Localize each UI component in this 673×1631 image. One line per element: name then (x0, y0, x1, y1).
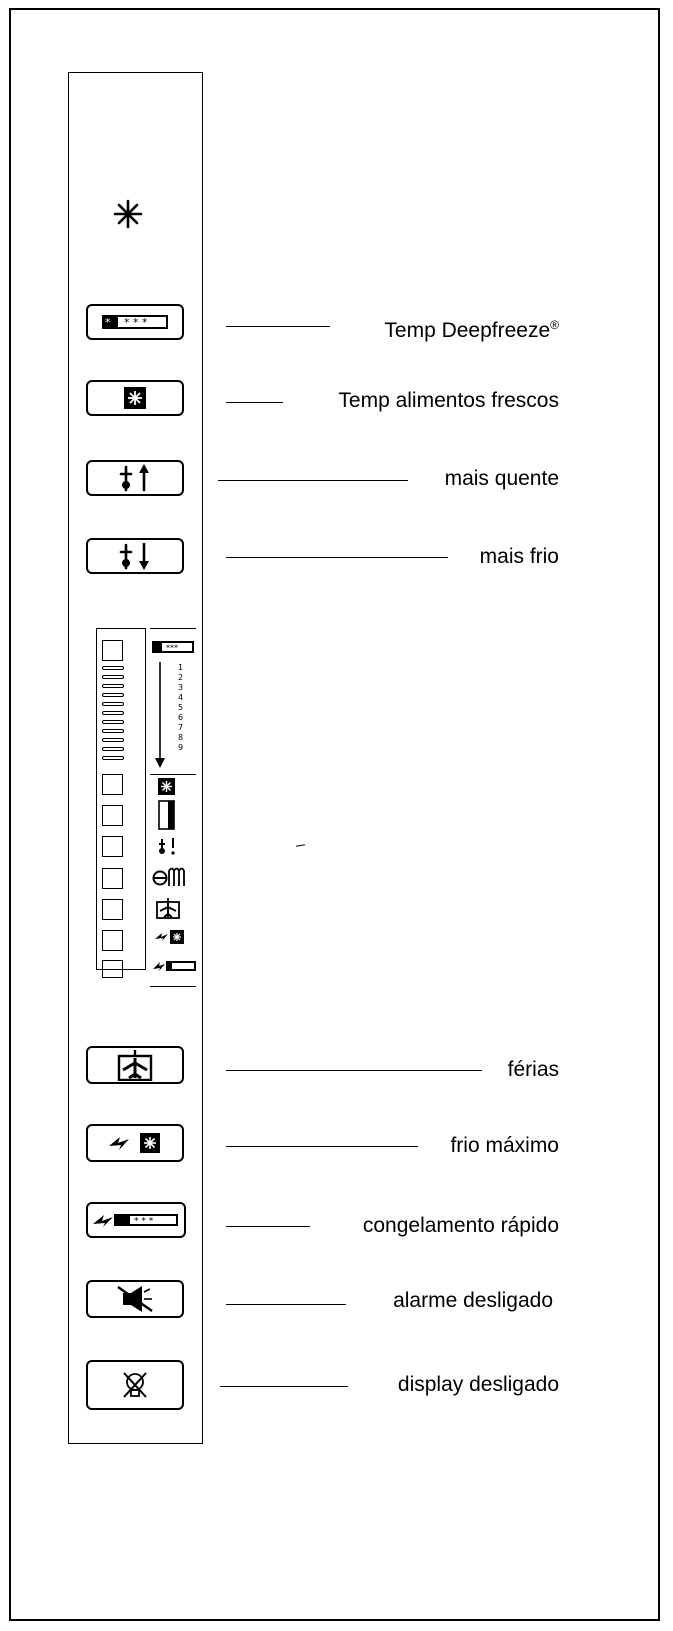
label-mais-quente: mais quente (444, 467, 559, 490)
indicator-led (102, 960, 123, 978)
leader-line (226, 557, 448, 558)
indicator-led (102, 774, 123, 795)
label-display: display desligado (397, 1373, 559, 1396)
temp-segment (102, 711, 124, 715)
leader-line (226, 402, 283, 403)
door-icon (158, 800, 175, 830)
indicator-led (102, 836, 123, 857)
svg-text:* * *: * * * (124, 316, 148, 329)
alarm-off-button[interactable] (86, 1280, 184, 1318)
fresh-food-temp-button[interactable] (86, 380, 184, 416)
divider (150, 628, 196, 629)
fresh-food-icon (158, 778, 175, 795)
label-alarme: alarme desligado (393, 1289, 553, 1312)
scale-label: 4 (178, 693, 184, 702)
temp-segment (102, 684, 124, 688)
indicator-led (102, 899, 123, 920)
alarm-off-icon (117, 1286, 153, 1312)
warmer-button[interactable] (86, 460, 184, 496)
page-frame (9, 8, 660, 1621)
leader-line (226, 1226, 310, 1227)
leader-line (226, 1070, 482, 1071)
thermometer-down-icon (119, 542, 149, 570)
label-temp-alimentos: Temp alimentos frescos (338, 389, 559, 412)
deepfreeze-temp-button[interactable]: * * * * (86, 304, 184, 340)
label-temp-deepfreeze: Temp Deepfreeze® (384, 318, 559, 342)
temperature-alarm-icon (159, 838, 175, 855)
scale-label: 7 (178, 723, 184, 732)
temp-segment (102, 666, 124, 670)
temp-segment (102, 756, 124, 760)
snowflake-icon (113, 199, 143, 229)
divider (150, 774, 196, 775)
indicator-led (102, 868, 123, 889)
svg-text:* * *: * * * (134, 1217, 154, 1227)
display-off-button[interactable] (86, 1360, 184, 1410)
max-cold-icon (109, 1133, 160, 1153)
indicator-led (102, 640, 123, 661)
scale-label: 2 (178, 673, 184, 682)
indicator-led (102, 930, 123, 951)
svg-text:***: *** (166, 644, 178, 653)
temp-segment (102, 693, 124, 697)
label-ferias: férias (507, 1058, 559, 1081)
max-cold-button[interactable] (86, 1124, 184, 1162)
max-cold-icon (155, 930, 184, 944)
indicator-column (96, 628, 146, 970)
divider (150, 986, 196, 987)
arrow-down-icon (155, 662, 165, 768)
scale-label: 5 (178, 703, 184, 712)
deepfreeze-stars-icon: *** (152, 641, 194, 653)
fast-freeze-icon (153, 961, 196, 971)
fast-freeze-button[interactable]: * * * (86, 1202, 186, 1238)
indicator-display: *** 1 2 3 4 5 6 7 8 9 (96, 628, 198, 987)
scale-label: 3 (178, 683, 184, 692)
temp-segment (102, 675, 124, 679)
airplane-icon (156, 898, 180, 919)
indicator-led (102, 805, 123, 826)
colder-button[interactable] (86, 538, 184, 574)
leader-line (218, 480, 408, 481)
airplane-icon (117, 1050, 153, 1081)
leader-line (226, 1304, 346, 1305)
temp-segment (102, 738, 124, 742)
label-frio-maximo: frio máximo (450, 1134, 559, 1157)
scale-label: 8 (178, 733, 184, 742)
control-panel (68, 72, 203, 1444)
temp-segment (102, 747, 124, 751)
deepfreeze-stars-icon: * * * * (102, 315, 168, 329)
fresh-food-icon (124, 387, 146, 409)
label-congelamento: congelamento rápido (362, 1214, 559, 1237)
temp-segment (102, 720, 124, 724)
temp-segment (102, 702, 124, 706)
label-mais-frio: mais frio (479, 545, 559, 568)
leader-line (220, 1386, 348, 1387)
leader-line (226, 326, 330, 327)
holiday-button[interactable] (86, 1046, 184, 1084)
thermometer-up-icon (119, 464, 149, 492)
scale-label: 1 (178, 663, 184, 672)
scale-label: 6 (178, 713, 184, 722)
power-fault-icon (152, 867, 185, 886)
scale-label: 9 (178, 743, 184, 752)
temp-segment (102, 729, 124, 733)
fast-freeze-icon: * * * (93, 1214, 178, 1227)
leader-line (226, 1146, 418, 1147)
display-off-icon (123, 1372, 147, 1398)
svg-text:*: * (105, 316, 111, 329)
